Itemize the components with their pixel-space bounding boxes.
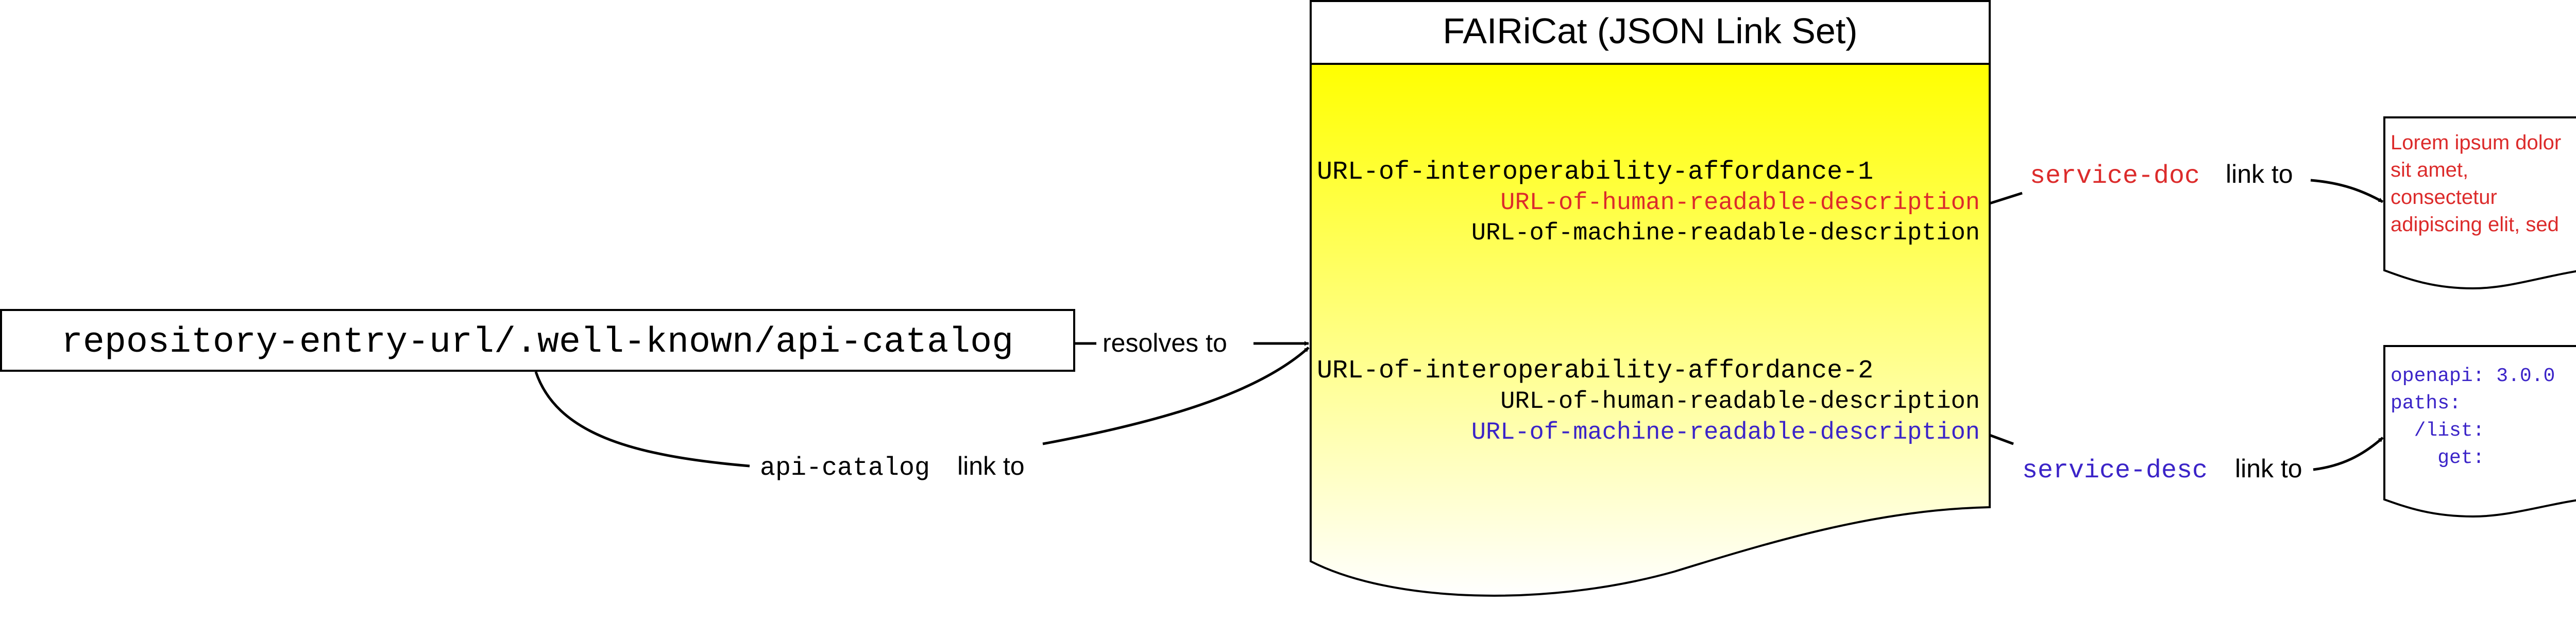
svg-text:Lorem ipsum dolor sit am: Lorem ipsum dolor sit amet, consectetur … <box>2391 131 2567 236</box>
desc-note-line: /list: <box>2391 420 2484 442</box>
entry-url-text: repository-entry-url/.well-known/api-cat… <box>61 322 1013 363</box>
service-desc-suffix-label: link to <box>2235 454 2302 483</box>
affordance-1-url: URL-of-interoperability-affordance-1 <box>1317 158 1873 187</box>
service-doc-suffix-label: link to <box>2226 160 2293 188</box>
doc-note-line: sit amet, <box>2391 159 2468 181</box>
affordance-2-human-desc: URL-of-human-readable-description <box>1500 388 1980 416</box>
affordance-1-human-desc: URL-of-human-readable-description <box>1500 189 1980 217</box>
service-desc-edge: service-desc link to <box>1989 434 2384 486</box>
doc-note-line: Lorem ipsum dolor <box>2391 131 2561 154</box>
linkset-body <box>1310 63 1991 597</box>
desc-note-line: openapi: 3.0.0 <box>2391 365 2555 387</box>
api-catalog-edge: api-catalog link to <box>534 347 1310 483</box>
affordance-2-machine-desc: URL-of-machine-readable-description <box>1471 419 1980 446</box>
api-catalog-rel-label: api-catalog <box>760 454 930 483</box>
doc-note-line: consectetur <box>2391 186 2497 209</box>
service-desc-note: openapi: 3.0.0 paths: /list: get: <box>2383 345 2576 518</box>
service-desc-rel-label: service-desc <box>2022 456 2208 486</box>
service-doc-note: Lorem ipsum dolor sit amet, consectetur … <box>2383 116 2576 290</box>
entry-url-box: repository-entry-url/.well-known/api-cat… <box>0 309 1075 372</box>
resolves-to-label: resolves to <box>1103 329 1227 357</box>
service-desc-arrow <box>2313 437 2384 471</box>
resolves-to-edge: resolves to <box>1075 329 1309 357</box>
api-catalog-arrow <box>1042 347 1310 445</box>
linkset-title: FAIRiCat (JSON Link Set) <box>1443 11 1857 51</box>
desc-note-line: paths: <box>2391 392 2461 415</box>
svg-text:openapi: 3.0.0 paths:: openapi: 3.0.0 paths: /list: get: <box>2391 365 2555 469</box>
linkset-title-bar <box>1310 0 1991 65</box>
api-catalog-suffix-label: link to <box>957 452 1025 480</box>
affordance-1-machine-desc: URL-of-machine-readable-description <box>1471 220 1980 247</box>
service-doc-edge: service-doc link to <box>1989 160 2384 205</box>
desc-note-line: get: <box>2391 447 2484 469</box>
service-doc-arrow <box>2310 179 2384 203</box>
service-doc-rel-label: service-doc <box>2030 162 2200 191</box>
fairicat-linkset: FAIRiCat (JSON Link Set) URL-of-interope… <box>1310 0 1991 597</box>
doc-note-line: adipiscing elit, sed <box>2391 213 2559 236</box>
affordance-2-url: URL-of-interoperability-affordance-2 <box>1317 356 1873 386</box>
